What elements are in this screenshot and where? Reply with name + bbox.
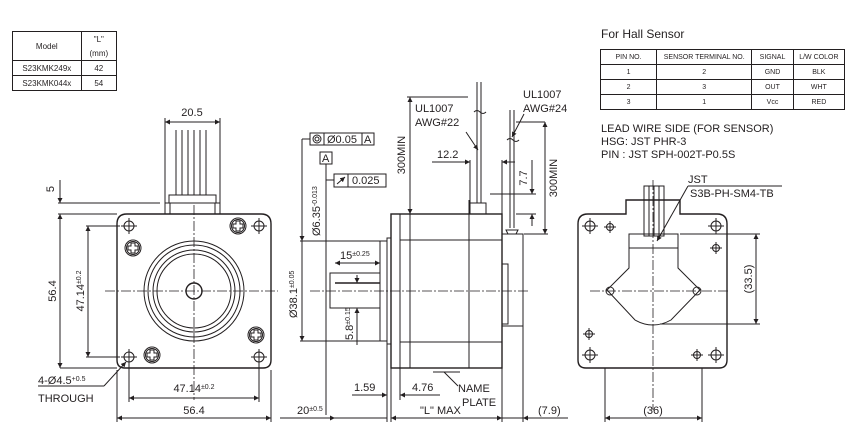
sensor-board <box>606 248 701 326</box>
table-row: 3 1 Vcc RED <box>599 94 846 110</box>
model-table: Model "L" (mm) S23KMK249x 42 S23KMK044x … <box>12 31 118 91</box>
wire1-length: 300MIN <box>396 136 408 175</box>
hall-sensor-title: For Hall Sensor <box>601 27 685 41</box>
rear-outline <box>577 199 728 369</box>
front-view: 20.5 5 56.4 47.14±0.2 4-Ø4.5+0.5 <box>38 107 278 422</box>
name-plate-label: NAME <box>458 383 490 395</box>
pilot-diameter: Ø38.1±0.05 <box>288 270 300 318</box>
hole-callout-through: THROUGH <box>38 393 94 405</box>
hole-callout: 4-Ø4.5+0.5 <box>38 375 86 387</box>
pin-cell: 3 <box>599 94 658 110</box>
rear-view: JST S3B-PH-SM4-TB (33.5) (36) <box>577 174 782 422</box>
name-plate-label-2: PLATE <box>462 397 496 409</box>
dim-12-2: 12.2 <box>437 149 458 161</box>
wire2-spec: UL1007 <box>523 89 562 101</box>
dim-1-59: 1.59 <box>354 382 375 394</box>
datum-a: A <box>322 153 330 165</box>
concentricity-icon <box>312 134 322 144</box>
connector-label: S3B-PH-SM4-TB <box>690 188 774 200</box>
dim-56-4-horizontal: 56.4 <box>183 405 204 417</box>
runout-icon <box>336 176 346 185</box>
l-cell: 54 <box>80 75 118 91</box>
dim-shaft-length: 20±0.5 <box>297 405 323 417</box>
jst-label: JST <box>688 174 708 186</box>
dim-36: (36) <box>643 405 663 417</box>
runout-tolerance: 0.025 <box>352 175 380 187</box>
wire2-awg: AWG#24 <box>523 103 567 115</box>
note-line-3: PIN : JST SPH-002T-P0.5S <box>601 149 736 161</box>
shaft-diameter: Ø6.35-0.013 <box>311 186 323 236</box>
dim-flat-length: 15±0.25 <box>340 250 370 262</box>
front-connector <box>164 202 221 215</box>
dim-l-max: "L" MAX <box>420 405 461 417</box>
table-row: S23KMK249x 42 <box>12 60 118 76</box>
dim-47-14-vertical: 47.14±0.2 <box>75 270 87 311</box>
dim-5: 5 <box>45 186 57 192</box>
color-cell: RED <box>792 94 846 110</box>
dim-4-76: 4.76 <box>412 382 433 394</box>
concentricity-tolerance: Ø0.05 <box>327 134 357 146</box>
screw-icon <box>229 217 247 235</box>
signal-cell: Vcc <box>751 94 794 110</box>
front-wires <box>175 130 207 195</box>
wire1-awg: AWG#22 <box>415 117 459 129</box>
screw-icon <box>247 326 265 344</box>
screw-icon <box>143 346 161 364</box>
side-view: 300MIN UL1007 AWG#22 UL1007 AWG#24 300MI… <box>280 82 568 422</box>
lead-wire-notes: LEAD WIRE SIDE (FOR SENSOR) HSG: JST PHR… <box>601 123 773 162</box>
note-line-2: HSG: JST PHR-3 <box>601 136 687 148</box>
terminal-cell: 1 <box>656 94 753 110</box>
wire2-length: 300MIN <box>548 159 560 198</box>
screw-icon <box>124 239 142 257</box>
dim-7-9: (7.9) <box>538 405 561 417</box>
note-line-1: LEAD WIRE SIDE (FOR SENSOR) <box>601 123 774 135</box>
dim-7-7: 7.7 <box>518 170 530 185</box>
concentricity-datum: A <box>364 134 372 146</box>
rear-cap <box>501 233 524 327</box>
dim-flat-depth: 5.8±0.15 <box>344 307 356 340</box>
l-header: "L" <box>80 31 118 46</box>
table-row: 2 3 OUT WHT <box>599 79 846 95</box>
dim-20-5: 20.5 <box>181 107 202 119</box>
wire1-spec: UL1007 <box>415 103 454 115</box>
dim-47-14-horizontal: 47.14±0.2 <box>173 383 214 395</box>
dim-33-5: (33.5) <box>743 265 755 294</box>
shaft <box>329 272 381 309</box>
dim-56-4-vertical: 56.4 <box>47 280 59 301</box>
table-row: 1 2 GND BLK <box>599 64 846 80</box>
hall-sensor-table: PIN NO. SENSOR TERMINAL NO. SIGNAL L/W C… <box>599 49 846 110</box>
table-row: S23KMK044x 54 <box>12 75 118 91</box>
front-flange-outline <box>116 213 272 369</box>
